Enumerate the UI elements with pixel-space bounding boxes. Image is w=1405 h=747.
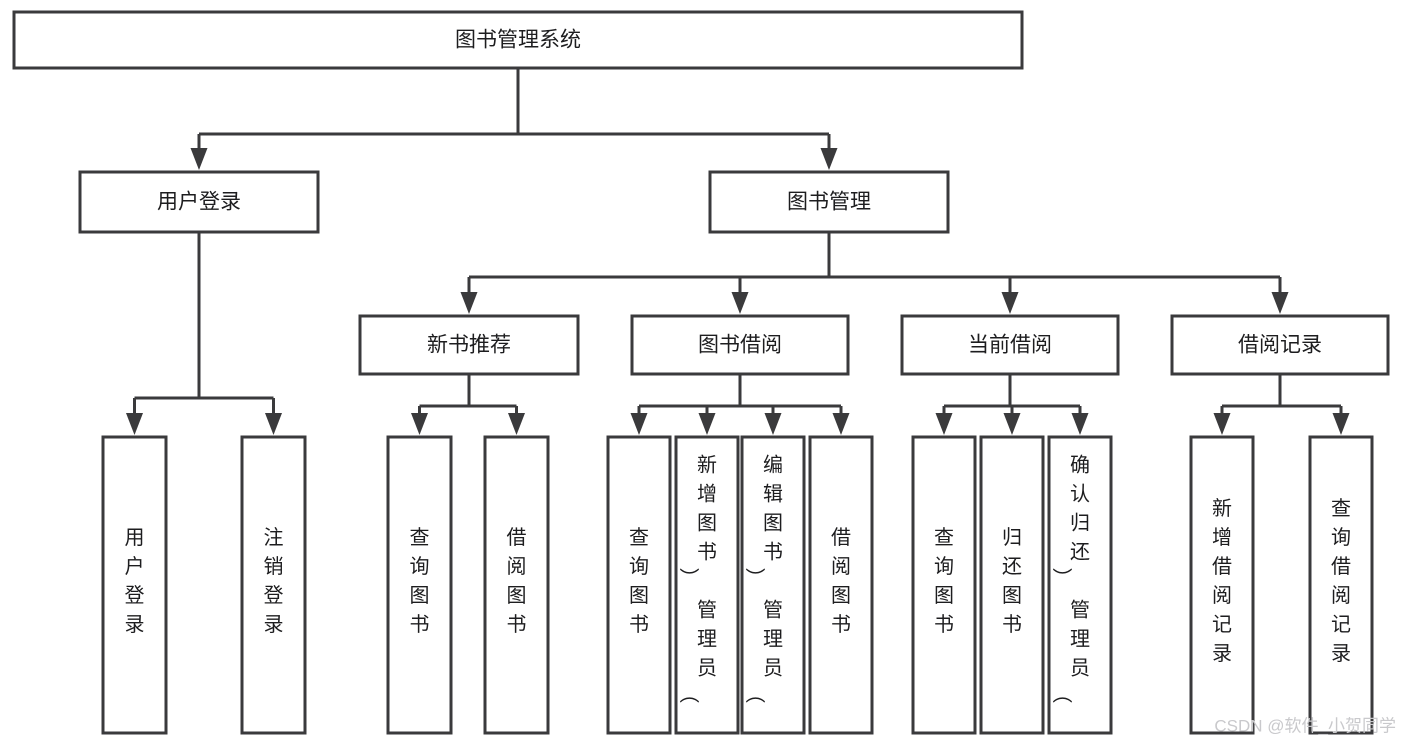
watermark-label: CSDN @软件_小贺同学: [1214, 716, 1396, 735]
node-box-leaf-add-record[interactable]: [1189, 435, 1255, 735]
node-box-leaf-query-book-1[interactable]: [386, 435, 453, 735]
node-box-root[interactable]: [12, 10, 1024, 70]
node-book-manage[interactable]: 图书管理: [708, 170, 950, 234]
node-box-leaf-edit-book[interactable]: [740, 435, 806, 735]
arrow-head-icon: [820, 148, 838, 170]
connector-group-borrow-record: [1213, 374, 1350, 435]
node-label-leaf-query-book-2: 查询图书: [629, 526, 649, 636]
node-label-book-manage: 图书管理: [787, 191, 871, 214]
node-box-leaf-logout[interactable]: [240, 435, 307, 735]
node-box-user-login[interactable]: [78, 170, 320, 234]
arrow-head-icon: [1271, 292, 1289, 314]
node-box-new-book-recommend[interactable]: [358, 314, 580, 376]
node-label-leaf-logout: 注销登录: [264, 526, 284, 636]
arrow-head-icon: [731, 292, 749, 314]
node-box-current-borrow[interactable]: [900, 314, 1120, 376]
node-label-book-borrow: 图书借阅: [698, 334, 782, 357]
node-label-leaf-query-book-1: 查询图书: [410, 526, 430, 636]
node-box-leaf-borrow-book-2[interactable]: [808, 435, 874, 735]
node-box-leaf-borrow-book-1[interactable]: [483, 435, 550, 735]
node-leaf-query-book-1[interactable]: 查询图书: [386, 435, 453, 735]
node-label-leaf-borrow-book-2: 借阅图书: [831, 526, 851, 636]
node-leaf-add-record[interactable]: 新增借阅记录: [1189, 435, 1255, 735]
node-box-book-manage[interactable]: [708, 170, 950, 234]
node-leaf-add-book[interactable]: 新增图书（管理员）: [674, 435, 740, 735]
node-label-current-borrow: 当前借阅: [968, 334, 1052, 357]
node-box-leaf-return-book[interactable]: [979, 435, 1045, 735]
arrow-head-icon: [1213, 413, 1231, 435]
node-box-book-borrow[interactable]: [630, 314, 850, 376]
node-label-new-book-recommend: 新书推荐: [427, 334, 511, 357]
node-borrow-record[interactable]: 借阅记录: [1170, 314, 1390, 376]
node-user-login[interactable]: 用户登录: [78, 170, 320, 234]
node-leaf-logout[interactable]: 注销登录: [240, 435, 307, 735]
node-label-leaf-add-book: 新增图书（管理员）: [679, 454, 717, 704]
node-label-leaf-add-record: 新增借阅记录: [1212, 497, 1232, 665]
node-label-leaf-edit-book: 编辑图书（管理员）: [745, 454, 783, 704]
node-leaf-query-record[interactable]: 查询借阅记录: [1308, 435, 1374, 735]
node-label-root: 图书管理系统: [455, 29, 581, 52]
arrow-head-icon: [190, 148, 208, 170]
connector-group-current-borrow: [935, 374, 1089, 435]
node-leaf-borrow-book-1[interactable]: 借阅图书: [483, 435, 550, 735]
node-leaf-query-book-2[interactable]: 查询图书: [606, 435, 672, 735]
arrow-head-icon: [1071, 413, 1089, 435]
node-box-leaf-query-book-3[interactable]: [911, 435, 977, 735]
node-leaf-user-login[interactable]: 用户登录: [101, 435, 168, 735]
node-box-leaf-query-record[interactable]: [1308, 435, 1374, 735]
arrow-head-icon: [460, 292, 478, 314]
node-label-leaf-borrow-book-1: 借阅图书: [507, 526, 527, 636]
node-box-leaf-confirm-return[interactable]: [1047, 435, 1113, 735]
node-label-leaf-query-book-3: 查询图书: [934, 526, 954, 636]
node-label-leaf-query-record: 查询借阅记录: [1331, 497, 1351, 665]
node-book-borrow[interactable]: 图书借阅: [630, 314, 850, 376]
connector-group-book-manage: [460, 232, 1289, 314]
node-box-leaf-add-book[interactable]: [674, 435, 740, 735]
arrow-head-icon: [265, 413, 282, 435]
node-layer: 图书管理系统用户登录图书管理新书推荐图书借阅当前借阅借阅记录用户登录注销登录查询…: [12, 10, 1390, 735]
node-leaf-return-book[interactable]: 归还图书: [979, 435, 1045, 735]
node-root[interactable]: 图书管理系统: [12, 10, 1024, 70]
connector-group-book-borrow: [630, 374, 850, 435]
node-label-user-login: 用户登录: [157, 191, 241, 214]
node-label-leaf-user-login: 用户登录: [125, 527, 145, 636]
node-leaf-query-book-3[interactable]: 查询图书: [911, 435, 977, 735]
connector-group-root: [190, 68, 838, 170]
connector-group-new-book-recommend: [411, 374, 525, 435]
node-box-borrow-record[interactable]: [1170, 314, 1390, 376]
arrow-head-icon: [764, 413, 782, 435]
node-label-leaf-return-book: 归还图书: [1002, 526, 1022, 636]
node-box-leaf-user-login[interactable]: [101, 435, 168, 735]
node-leaf-confirm-return[interactable]: 确认归还（管理员）: [1047, 435, 1113, 735]
arrow-head-icon: [126, 413, 143, 435]
arrow-head-icon: [698, 413, 716, 435]
arrow-head-icon: [1332, 413, 1350, 435]
node-label-borrow-record: 借阅记录: [1238, 334, 1322, 357]
arrow-head-icon: [630, 413, 648, 435]
node-current-borrow[interactable]: 当前借阅: [900, 314, 1120, 376]
arrow-head-icon: [935, 413, 953, 435]
node-leaf-edit-book[interactable]: 编辑图书（管理员）: [740, 435, 806, 735]
arrow-head-icon: [508, 413, 525, 435]
connector-group-user-login: [126, 232, 282, 435]
node-new-book-recommend[interactable]: 新书推荐: [358, 314, 580, 376]
arrow-head-icon: [411, 413, 428, 435]
arrow-head-icon: [832, 413, 850, 435]
node-leaf-borrow-book-2[interactable]: 借阅图书: [808, 435, 874, 735]
arrow-head-icon: [1003, 413, 1021, 435]
node-box-leaf-query-book-2[interactable]: [606, 435, 672, 735]
node-label-leaf-confirm-return: 确认归还（管理员）: [1052, 454, 1090, 704]
arrow-head-icon: [1001, 292, 1019, 314]
connector-layer: [126, 68, 1350, 435]
